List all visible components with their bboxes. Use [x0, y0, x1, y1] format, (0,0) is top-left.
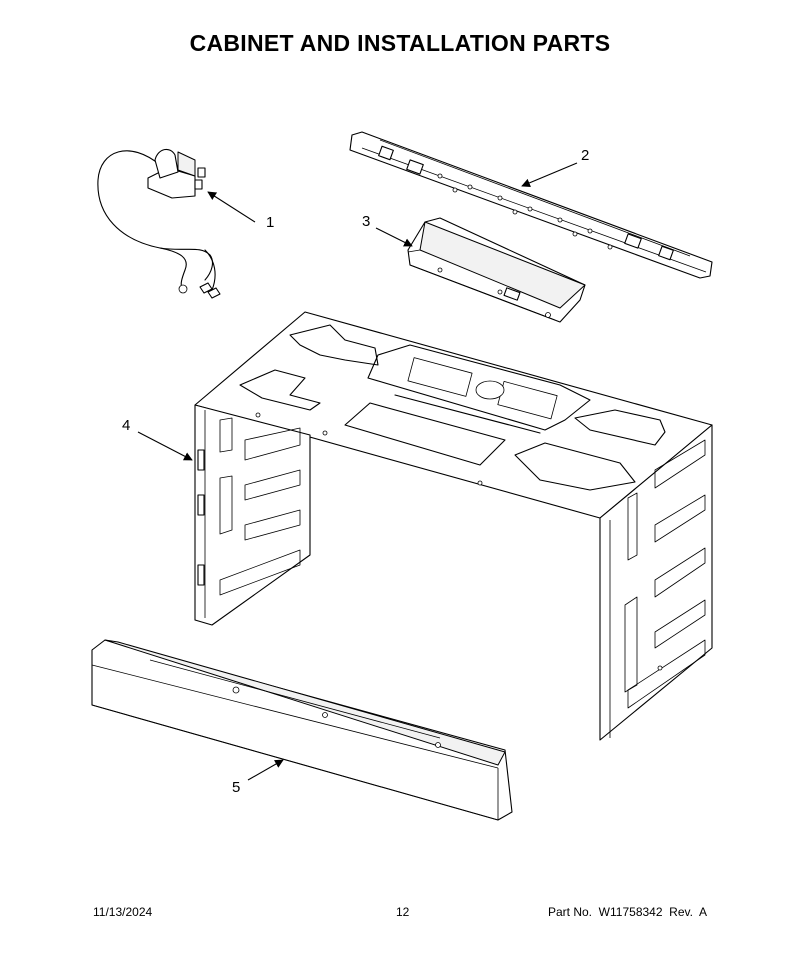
- mounting-rail-part-2: [349, 131, 713, 279]
- bottom-trim-part-5: [91, 639, 513, 821]
- footer-date: 11/13/2024: [93, 905, 153, 919]
- footer-part-number: Part No. W11758342 Rev. A: [548, 905, 707, 919]
- cabinet-part-4: [194, 311, 713, 741]
- callout-1: 1: [266, 214, 275, 231]
- callout-3: 3: [362, 213, 371, 230]
- support-bracket-part-3: [407, 217, 586, 323]
- footer-page-number: 12: [396, 905, 410, 919]
- power-cord-part-1: [97, 148, 221, 299]
- callout-leader-lines: [137, 162, 578, 781]
- callout-5: 5: [232, 779, 241, 796]
- callout-2: 2: [581, 147, 590, 164]
- callout-4: 4: [122, 417, 131, 434]
- page-title: CABINET AND INSTALLATION PARTS: [189, 30, 611, 56]
